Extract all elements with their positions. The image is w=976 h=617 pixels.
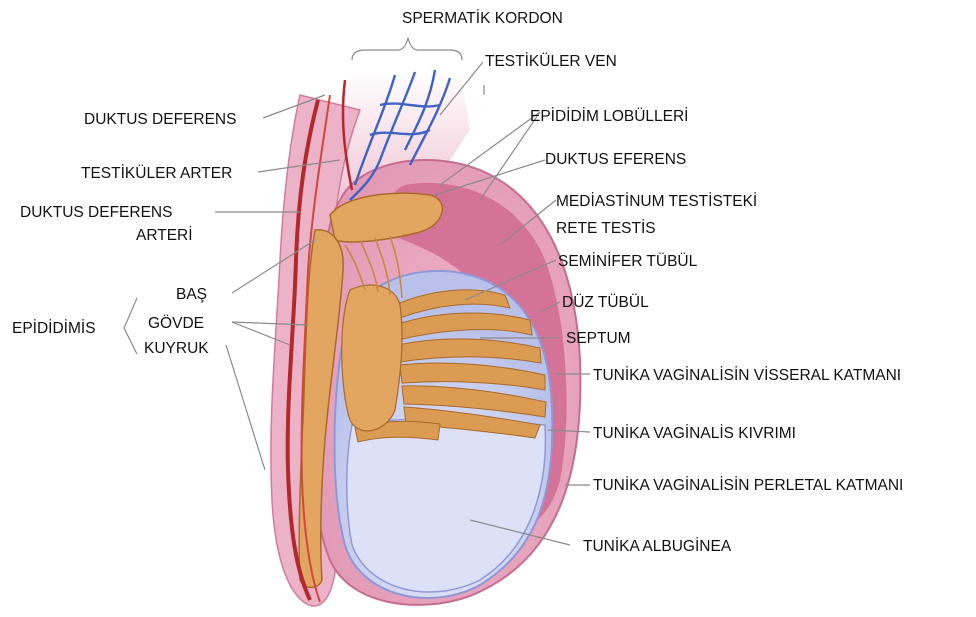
- label-govde: GÖVDE: [148, 314, 204, 332]
- label-septum: SEPTUM: [566, 330, 631, 347]
- label-epididimis: EPİDİDİMİS: [12, 319, 96, 337]
- label-bas: BAŞ: [176, 286, 207, 303]
- spermatik-kordon-brace: [352, 38, 462, 60]
- leader-kuyruk: [226, 345, 265, 470]
- label-duktus-deferens-arteri-1: DUKTUS DEFERENS: [20, 204, 172, 221]
- label-duktus-eferens: DUKTUS EFERENS: [545, 151, 686, 168]
- label-seminifer-tubul: SEMİNİFER TÜBÜL: [558, 252, 698, 270]
- label-duktus-deferens: DUKTUS DEFERENS: [84, 111, 236, 128]
- rete-testis: [342, 285, 402, 431]
- label-testikuler-ven: TESTİKÜLER VEN: [485, 52, 617, 70]
- label-duktus-deferens-arteri-2: ARTERİ: [136, 226, 193, 244]
- label-tv-visseral: TUNİKA VAGİNALİSİN VİSSERAL KATMANI: [593, 366, 901, 384]
- label-spermatik-kordon: SPERMATİK KORDON: [402, 9, 563, 27]
- label-mediastinum-2: RETE TESTİS: [556, 219, 656, 237]
- epididimis-brace: [124, 298, 137, 354]
- label-duz-tubul: DÜZ TÜBÜL: [562, 293, 649, 311]
- label-testikuler-arter: TESTİKÜLER ARTER: [81, 164, 232, 182]
- label-kuyruk: KUYRUK: [144, 340, 209, 357]
- label-tv-kivrimi: TUNİKA VAGİNALİS KIVRIMI: [593, 424, 796, 442]
- label-epididim-lobulleri: EPİDİDİM LOBÜLLERİ: [530, 107, 689, 125]
- label-tunika-albuginea: TUNİKA ALBUGİNEA: [583, 537, 732, 555]
- label-mediastinum-1: MEDİASTİNUM TESTİSTEKİ: [556, 192, 757, 210]
- label-tv-perletal: TUNİKA VAGİNALİSİN PERLETAL KATMANI: [593, 476, 903, 494]
